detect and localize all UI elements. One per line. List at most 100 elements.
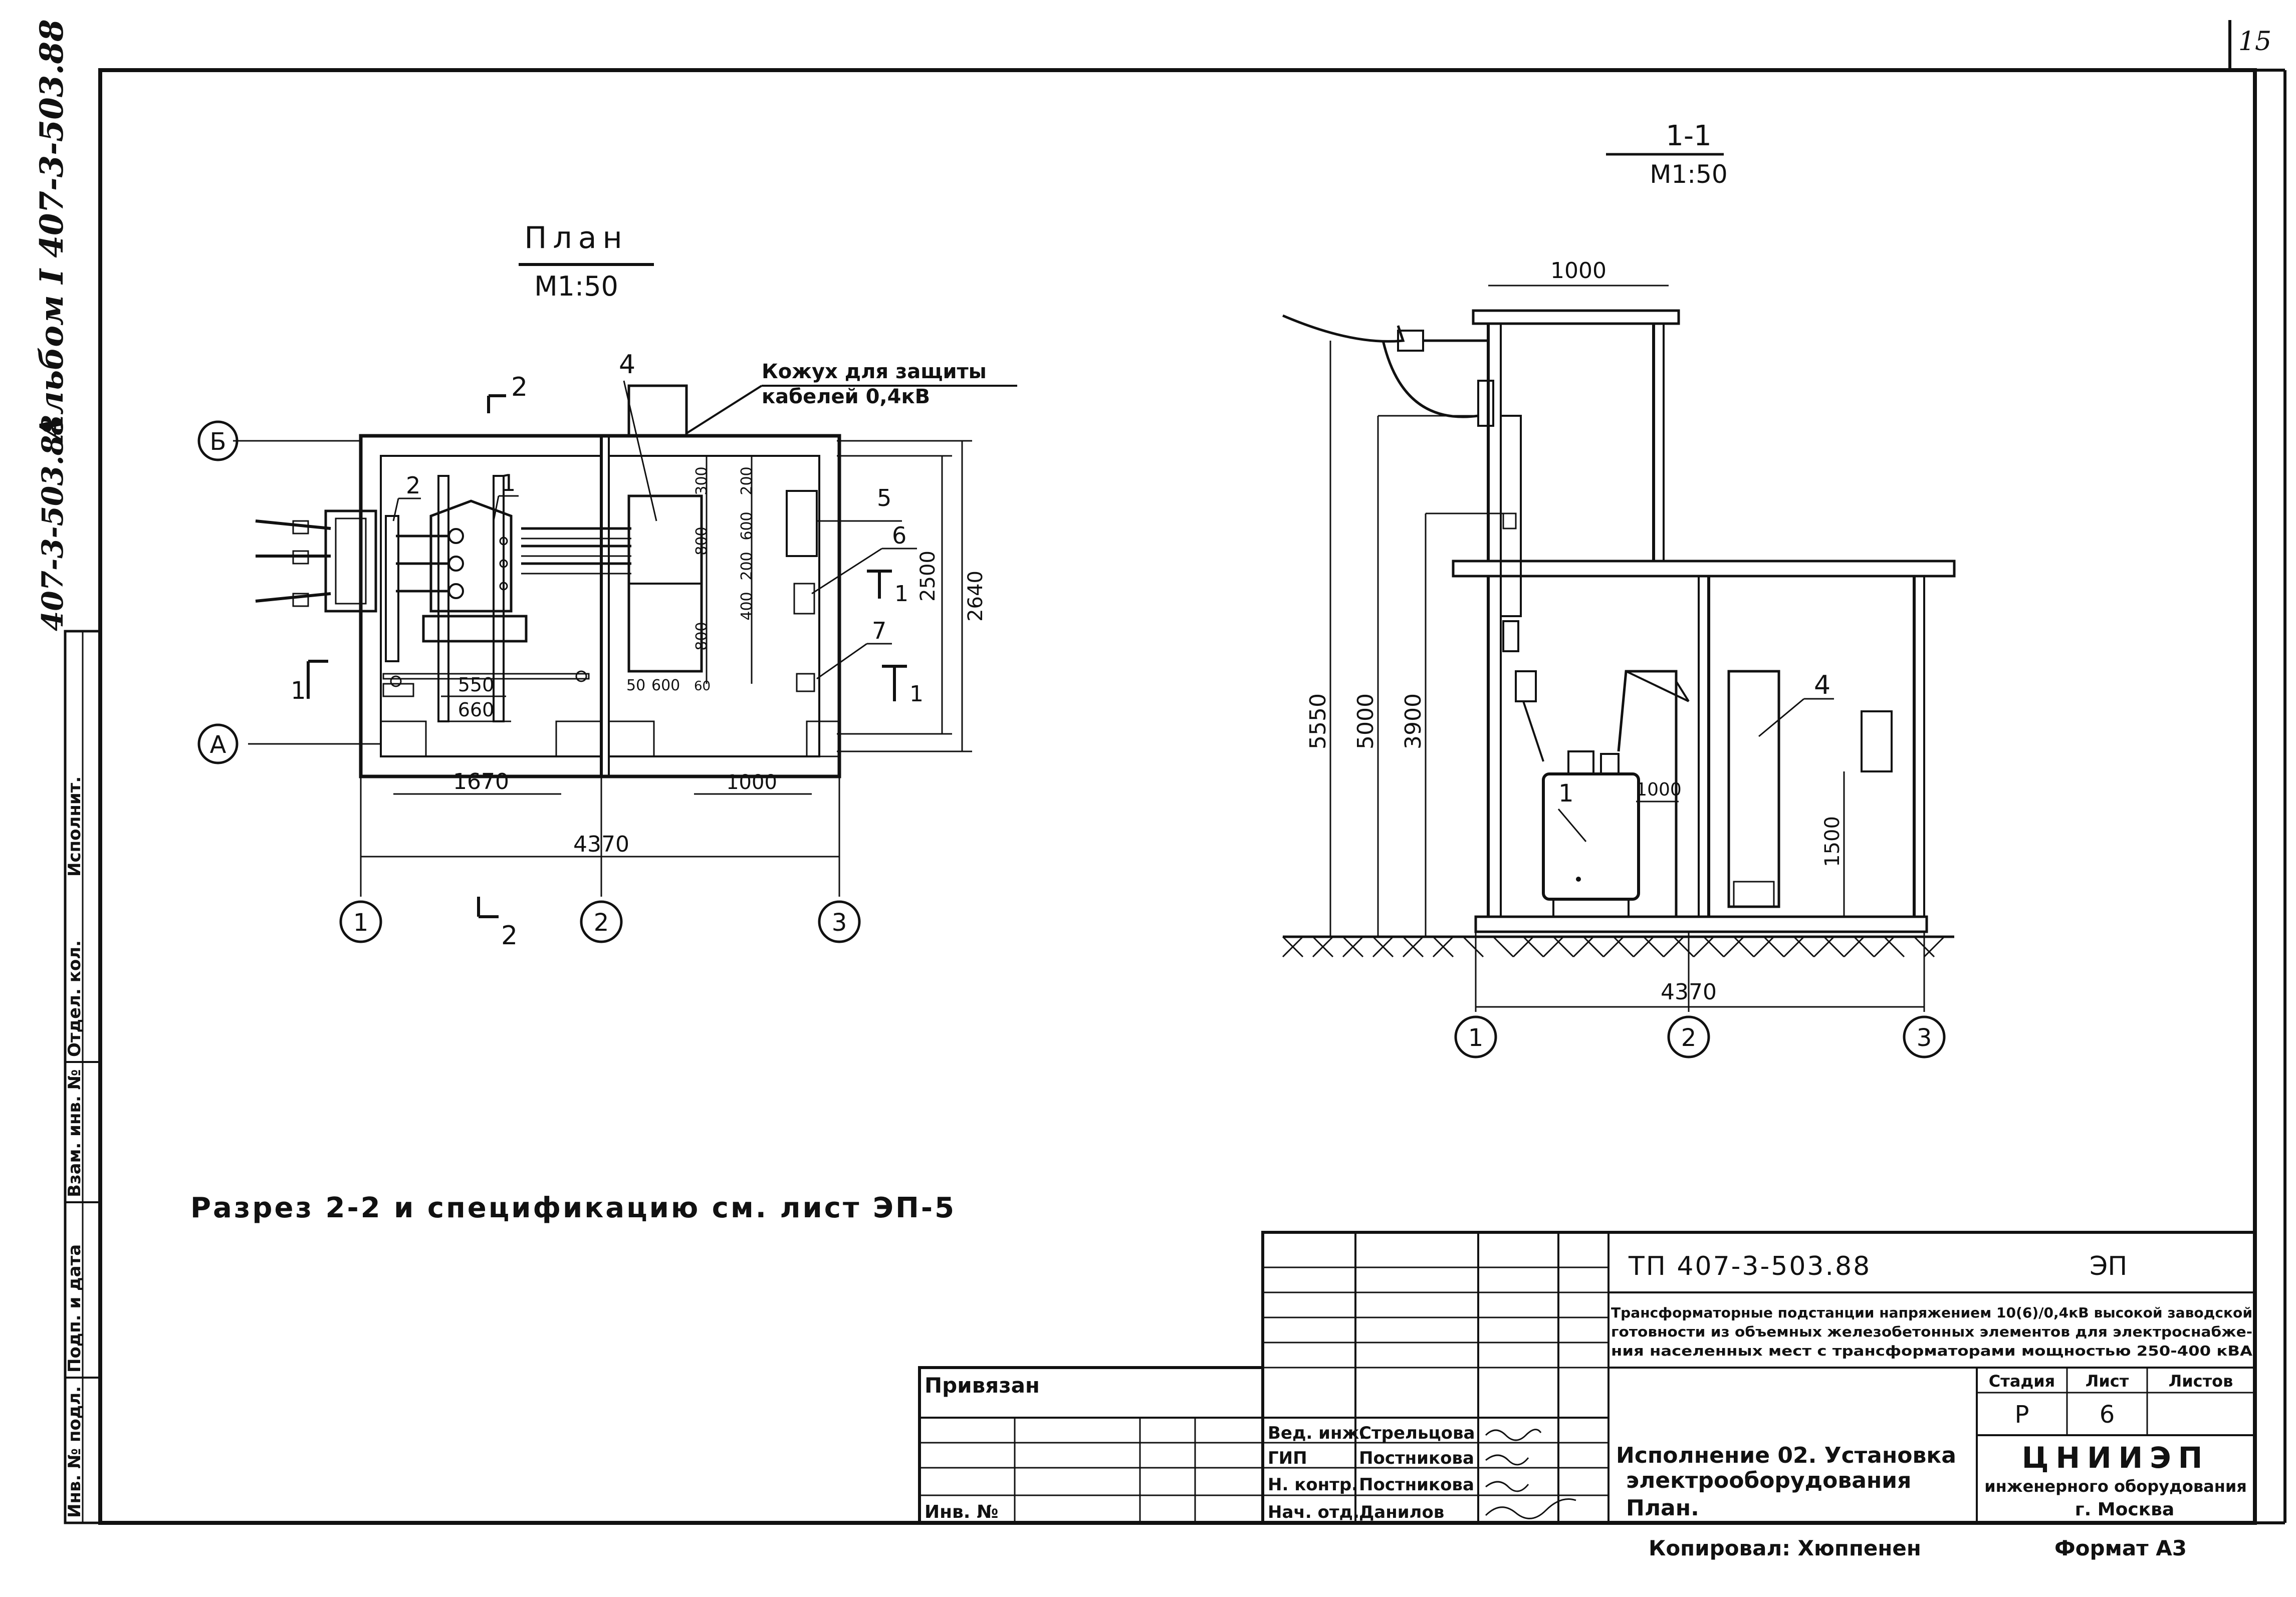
svg-text:200: 200 <box>738 466 756 495</box>
sheet-header: Лист <box>2086 1372 2129 1391</box>
svg-text:4370: 4370 <box>573 832 629 857</box>
svg-text:60: 60 <box>694 679 711 694</box>
note-section-2-2: Разрез 2-2 и спецификацию см. лист ЭП-5 <box>190 1192 956 1224</box>
page-number: 15 <box>2238 27 2271 57</box>
section-mark-1-right-b: 1 <box>882 665 924 707</box>
section-scale: М1:50 <box>1650 160 1727 189</box>
sheet-name-1: Исполнение 02. Установка <box>1616 1443 1956 1468</box>
svg-text:800: 800 <box>693 526 711 555</box>
stamp-replace: Взам. инв. № <box>65 1069 85 1197</box>
stamp-inv: Инв. № подл. <box>65 1386 85 1518</box>
svg-text:5000: 5000 <box>1353 693 1379 749</box>
plan-item-2: 2 <box>392 472 421 521</box>
svg-text:2: 2 <box>501 921 518 951</box>
svg-text:7: 7 <box>872 617 886 644</box>
transformer <box>1542 750 1640 917</box>
svg-text:1000: 1000 <box>1636 779 1682 800</box>
svg-text:1: 1 <box>1468 1024 1484 1052</box>
plan-dimensions: 4370 1670 1000 550 660 50 600 60 200 600… <box>361 440 987 858</box>
section-dimensions: 1000 5550 5000 3900 1000 1500 4370 <box>1305 258 1925 1012</box>
signer-role-0: Вед. инж. <box>1268 1423 1365 1443</box>
stage-header: Стадия <box>1989 1372 2055 1391</box>
title-block: Привязан Инв. № Вед. инж. Стрельцова ГИП… <box>918 1231 2256 1524</box>
signer-role-3: Нач. отд. <box>1268 1502 1359 1522</box>
plan-axis-a: А <box>197 723 239 764</box>
section-axis-3: 3 <box>1903 1015 1946 1058</box>
svg-text:3900: 3900 <box>1401 693 1426 749</box>
signer-name-3: Данилов <box>1359 1502 1444 1522</box>
svg-text:400: 400 <box>738 592 756 620</box>
bound-label: Привязан <box>925 1373 1040 1398</box>
svg-text:660: 660 <box>458 699 495 721</box>
svg-text:300: 300 <box>693 466 711 495</box>
plan-item-1: 1 <box>493 469 519 521</box>
svg-text:2: 2 <box>406 472 420 499</box>
section-item-1: 1 <box>1557 779 1587 842</box>
svg-text:50: 50 <box>626 677 645 694</box>
plan-view: План М1:50 Кожух для защиты кабелей 0,4к… <box>197 220 1017 951</box>
doc-number: ТП 407-3-503.88 <box>1628 1251 1871 1281</box>
svg-text:А: А <box>210 731 226 759</box>
cover-note-1: Кожух для защиты <box>762 360 987 383</box>
plan-axis-2: 2 <box>580 900 623 943</box>
section-code: ЭП <box>2090 1251 2127 1281</box>
org-name: ЦНИИЭП <box>2022 1441 2210 1475</box>
side-labels: Альбом I 407-3-503.88 407-3-503.88 Инв. … <box>33 19 102 1524</box>
plan-title: План <box>524 220 628 255</box>
svg-text:5: 5 <box>877 484 891 511</box>
project-title-3: ния населенных мест с трансформаторами м… <box>1611 1343 2252 1359</box>
svg-text:550: 550 <box>458 674 495 696</box>
plan-axis-3: 3 <box>818 900 861 943</box>
project-title-2: готовности из объемных железобетонных эл… <box>1611 1323 2252 1340</box>
svg-text:600: 600 <box>651 677 680 694</box>
org-city: г. Москва <box>2075 1499 2174 1520</box>
sheet-name-3: План. <box>1626 1495 1699 1521</box>
sheet-frame: 15 <box>98 20 2286 1525</box>
svg-text:2: 2 <box>594 909 609 937</box>
section-mark-1-right-a: 1 <box>867 570 908 607</box>
svg-text:4: 4 <box>619 350 635 380</box>
section-mark-2-top: 2 <box>487 372 528 413</box>
stamp-dept: Отдел. кол. <box>65 940 85 1057</box>
svg-text:1: 1 <box>909 681 924 707</box>
cover-note-2: кабелей 0,4кВ <box>762 385 930 408</box>
svg-text:1000: 1000 <box>1550 258 1606 284</box>
side-doc-code: 407-3-503.88 <box>36 415 70 631</box>
section-title: 1-1 <box>1666 120 1711 152</box>
section-axis-2: 2 <box>1667 1015 1710 1058</box>
signer-name-0: Стрельцова <box>1359 1423 1475 1443</box>
stage-value: Р <box>2015 1401 2029 1429</box>
svg-text:4: 4 <box>1814 670 1830 700</box>
signer-name-1: Постникова <box>1359 1448 1474 1468</box>
plan-item-4: 4 <box>619 350 657 521</box>
sheets-header: Листов <box>2169 1372 2233 1391</box>
format: Формат А3 <box>2054 1536 2187 1560</box>
plan-item-6: 6 <box>811 522 917 595</box>
plan-axis-1: 1 <box>339 900 382 943</box>
side-stamp: Инв. № подл. Подп. и дата Взам. инв. № О… <box>64 630 102 1524</box>
section-view: 1-1 М1:50 <box>1282 120 1956 1058</box>
svg-text:200: 200 <box>738 552 756 580</box>
org-subtitle: инженерного оборудования <box>1984 1477 2247 1496</box>
svg-text:800: 800 <box>693 622 711 650</box>
svg-text:1500: 1500 <box>1821 816 1844 867</box>
plan-axis-b: Б <box>197 420 239 461</box>
svg-text:2500: 2500 <box>916 551 940 602</box>
svg-text:1670: 1670 <box>453 769 509 794</box>
sheet-name-2: электрооборудования <box>1626 1468 1911 1493</box>
svg-text:5550: 5550 <box>1305 693 1331 749</box>
signer-role-1: ГИП <box>1268 1448 1307 1468</box>
plan-item-5: 5 <box>817 484 902 522</box>
signatures <box>1485 1429 1576 1519</box>
copied-by: Копировал: Хюппенен <box>1649 1536 1921 1560</box>
inv-label: Инв. № <box>925 1502 998 1522</box>
signer-name-2: Постникова <box>1359 1475 1474 1495</box>
plan-scale: М1:50 <box>534 271 618 302</box>
svg-text:2640: 2640 <box>964 571 987 622</box>
svg-text:1: 1 <box>1558 779 1574 808</box>
project-title-1: Трансформаторные подстанции напряжением … <box>1611 1304 2252 1321</box>
svg-text:2: 2 <box>511 372 528 402</box>
section-mark-2-bottom: 2 <box>477 897 518 951</box>
section-mark-1-left: 1 <box>291 660 328 705</box>
signer-role-2: Н. контр. <box>1268 1475 1358 1495</box>
